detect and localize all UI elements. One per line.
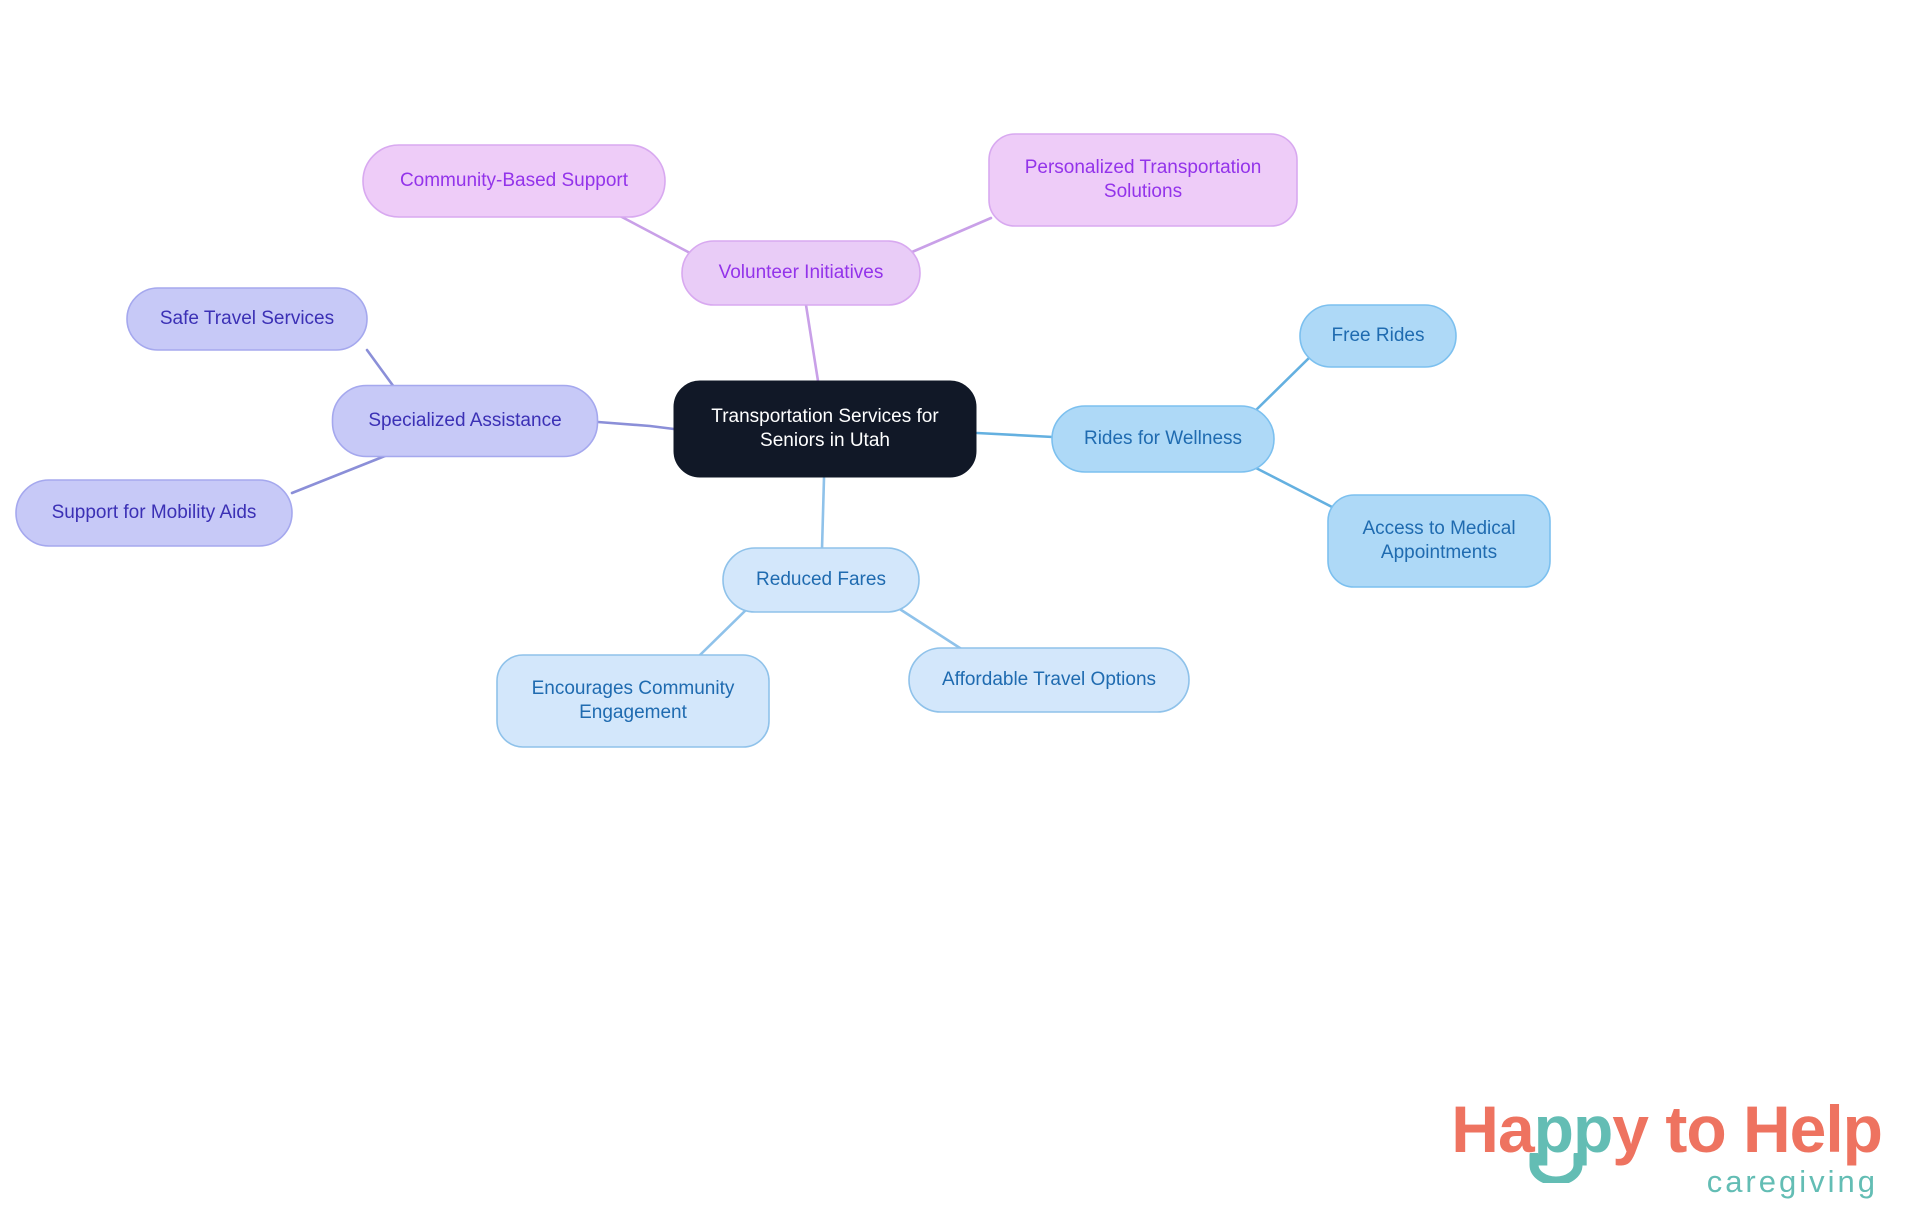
- node-shape-specialized-assistance: [331, 384, 599, 458]
- smile-arc-icon: [1529, 1153, 1583, 1183]
- node-shape-affordable-travel-options: [908, 647, 1190, 713]
- node-label-line: Volunteer Initiatives: [719, 262, 884, 283]
- node-label-line: Reduced Fares: [756, 569, 886, 590]
- node-reduced-fares[interactable]: Reduced Fares: [722, 547, 920, 613]
- node-shape-encourages-community-engagement: [496, 654, 770, 748]
- node-label-line: Access to Medical: [1362, 518, 1515, 539]
- connector-root-to-specialized-assistance: [596, 420, 676, 431]
- node-label-volunteer-initiatives: Volunteer Initiatives: [719, 262, 884, 283]
- node-affordable-travel-options[interactable]: Affordable Travel Options: [908, 647, 1190, 713]
- node-shape-safe-travel-services: [126, 287, 368, 351]
- node-shape-rides-for-wellness: [1051, 405, 1275, 473]
- node-label-free-rides: Free Rides: [1332, 325, 1425, 346]
- brand-logo: Happy to Help caregiving: [1451, 1096, 1883, 1199]
- node-label-affordable-travel-options: Affordable Travel Options: [942, 669, 1156, 690]
- node-community-based-support[interactable]: Community-Based Support: [362, 144, 666, 218]
- logo-word-part-3: y to Help: [1612, 1092, 1883, 1166]
- logo-word-part-2: pp: [1533, 1092, 1614, 1166]
- node-rides-for-wellness[interactable]: Rides for Wellness: [1051, 405, 1275, 473]
- connector-volunteer-initiatives-to-community-based-support: [618, 214, 692, 255]
- node-volunteer-initiatives[interactable]: Volunteer Initiatives: [681, 240, 921, 306]
- logo-wordmark: Happy to Help: [1451, 1096, 1883, 1183]
- connector-root-to-volunteer-initiatives: [804, 303, 820, 383]
- node-label-line: Encourages Community: [532, 678, 735, 699]
- logo-word-part-1: Ha: [1451, 1092, 1534, 1166]
- node-label-specialized-assistance: Specialized Assistance: [368, 410, 561, 431]
- node-label-line: Support for Mobility Aids: [52, 502, 257, 523]
- node-label-reduced-fares: Reduced Fares: [756, 569, 886, 590]
- node-label-line: Safe Travel Services: [160, 308, 334, 329]
- node-label-support-for-mobility-aids: Support for Mobility Aids: [52, 502, 257, 523]
- node-label-line: Free Rides: [1332, 325, 1425, 346]
- node-free-rides[interactable]: Free Rides: [1299, 304, 1457, 368]
- node-shape-volunteer-initiatives: [681, 240, 921, 306]
- node-shape-reduced-fares: [722, 547, 920, 613]
- node-label-line: Rides for Wellness: [1084, 428, 1242, 449]
- node-label-line: Appointments: [1381, 542, 1497, 563]
- node-support-for-mobility-aids[interactable]: Support for Mobility Aids: [15, 479, 293, 547]
- node-label-line: Personalized Transportation: [1025, 157, 1262, 178]
- node-label-community-based-support: Community-Based Support: [400, 170, 629, 191]
- connector-reduced-fares-to-encourages-community-engagement: [698, 605, 751, 657]
- node-safe-travel-services[interactable]: Safe Travel Services: [126, 287, 368, 351]
- connector-volunteer-initiatives-to-personalized-transportation-solutions: [910, 216, 993, 254]
- node-label-line: Engagement: [579, 702, 687, 723]
- connector-reduced-fares-to-affordable-travel-options: [893, 604, 965, 652]
- connector-rides-for-wellness-to-access-to-medical-appointments: [1252, 465, 1336, 510]
- node-label-line: Seniors in Utah: [760, 430, 890, 451]
- node-shape-personalized-transportation-solutions: [988, 133, 1298, 227]
- node-label-line: Solutions: [1104, 181, 1182, 202]
- node-label-line: Affordable Travel Options: [942, 669, 1156, 690]
- node-label-rides-for-wellness: Rides for Wellness: [1084, 428, 1242, 449]
- node-label-safe-travel-services: Safe Travel Services: [160, 308, 334, 329]
- connector-root-to-rides-for-wellness: [975, 431, 1055, 439]
- node-shape-access-to-medical-appointments: [1327, 494, 1551, 588]
- node-specialized-assistance[interactable]: Specialized Assistance: [331, 384, 599, 458]
- node-shape-root: [673, 380, 977, 478]
- node-label-line: Transportation Services for: [711, 406, 939, 427]
- connector-root-to-reduced-fares: [820, 476, 826, 551]
- node-label-line: Specialized Assistance: [368, 410, 561, 431]
- node-shape-free-rides: [1299, 304, 1457, 368]
- node-shape-community-based-support: [362, 144, 666, 218]
- logo-tagline: caregiving: [1706, 1164, 1878, 1199]
- node-shape-support-for-mobility-aids: [15, 479, 293, 547]
- connector-rides-for-wellness-to-free-rides: [1251, 354, 1313, 415]
- node-label-line: Community-Based Support: [400, 170, 629, 191]
